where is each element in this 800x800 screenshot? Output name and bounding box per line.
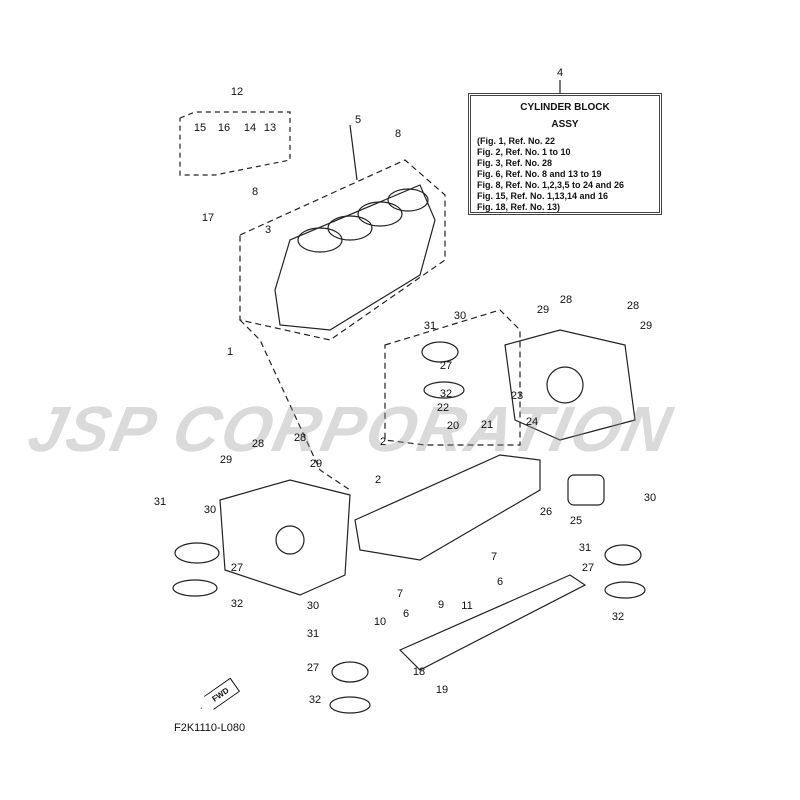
callout-number: 31 [153, 496, 167, 508]
callout-number: 21 [480, 419, 494, 431]
callout-number: 31 [423, 320, 437, 332]
info-box: CYLINDER BLOCK ASSY (Fig. 1, Ref. No. 22… [468, 93, 662, 215]
info-line: Fig. 3, Ref. No. 28 [477, 158, 553, 168]
callout-number: 28 [559, 294, 573, 306]
callout-number: 20 [446, 420, 460, 432]
callout-number: 3 [264, 224, 272, 236]
callout-number: 12 [230, 86, 244, 98]
callout-number: 30 [203, 504, 217, 516]
info-line: Fig. 2, Ref. No. 1 to 10 [477, 147, 571, 157]
callout-number: 28 [251, 438, 265, 450]
callout-number: 29 [309, 458, 323, 470]
info-line: Fig. 6, Ref. No. 8 and 13 to 19 [477, 169, 602, 179]
oil-pan-gasket [398, 574, 587, 671]
callout-number: 9 [437, 599, 445, 611]
info-line: Fig. 18, Ref. No. 13) [477, 202, 561, 212]
callout-number: 29 [219, 454, 233, 466]
callout-number: 7 [396, 588, 404, 600]
callout-number: 27 [230, 562, 244, 574]
callout-number: 2 [374, 474, 382, 486]
figure-code: F2K1110-L080 [174, 722, 246, 734]
watermark: JSP CORPORATION [22, 393, 680, 465]
crankcase-cover-right [504, 329, 636, 441]
callout-number: 27 [581, 562, 595, 574]
callout-number: 26 [539, 506, 553, 518]
callout-number: 15 [193, 122, 207, 134]
callout-number: 27 [306, 662, 320, 674]
callout-number: 7 [490, 551, 498, 563]
callout-number: 1 [226, 346, 234, 358]
callout-4: 4 [556, 67, 564, 79]
callout-number: 30 [643, 492, 657, 504]
callout-number: 16 [217, 122, 231, 134]
info-line: (Fig. 1, Ref. No. 22 [477, 136, 556, 146]
callout-number: 29 [536, 304, 550, 316]
callout-number: 23 [510, 390, 524, 402]
callout-number: 30 [306, 600, 320, 612]
callout-number: 24 [525, 416, 539, 428]
callout-number: 19 [435, 684, 449, 696]
callout-number: 32 [439, 388, 453, 400]
callout-number: 8 [251, 186, 259, 198]
callout-number: 32 [230, 598, 244, 610]
callout-number: 32 [611, 611, 625, 623]
callout-number: 32 [308, 694, 322, 706]
callout-number: 6 [496, 576, 504, 588]
cylinder-block-upper [274, 184, 436, 331]
callout-number: 6 [402, 608, 410, 620]
callout-number: 14 [243, 122, 257, 134]
info-line: Fig. 15, Ref. No. 1,13,14 and 16 [477, 191, 609, 201]
group-12-outline [179, 111, 291, 176]
callout-number: 28 [293, 432, 307, 444]
info-box-subtitle: ASSY [551, 119, 579, 130]
info-line: Fig. 8, Ref. No. 1,2,3,5 to 24 and 26 [477, 180, 625, 190]
callout-number: 11 [461, 600, 473, 612]
callout-number: 13 [263, 122, 277, 134]
callout-number: 31 [306, 628, 320, 640]
callout-number: 29 [639, 320, 653, 332]
callout-number: 5 [354, 114, 362, 126]
callout-number: 2 [379, 436, 387, 448]
callout-number: 31 [578, 542, 592, 554]
callout-number: 22 [436, 402, 450, 414]
callout-number: 30 [453, 310, 467, 322]
info-box-title: CYLINDER BLOCK [520, 102, 610, 113]
callout-number: 27 [439, 360, 453, 372]
callout-number: 28 [626, 300, 640, 312]
crankcase-cover-left [219, 479, 351, 596]
crankcase-lower [354, 454, 541, 561]
callout-number: 17 [201, 212, 215, 224]
callout-number: 25 [569, 515, 583, 527]
oil-filter [567, 474, 605, 506]
callout-number: 10 [373, 616, 387, 628]
callout-number: 18 [412, 666, 426, 678]
callout-number: 8 [394, 128, 402, 140]
